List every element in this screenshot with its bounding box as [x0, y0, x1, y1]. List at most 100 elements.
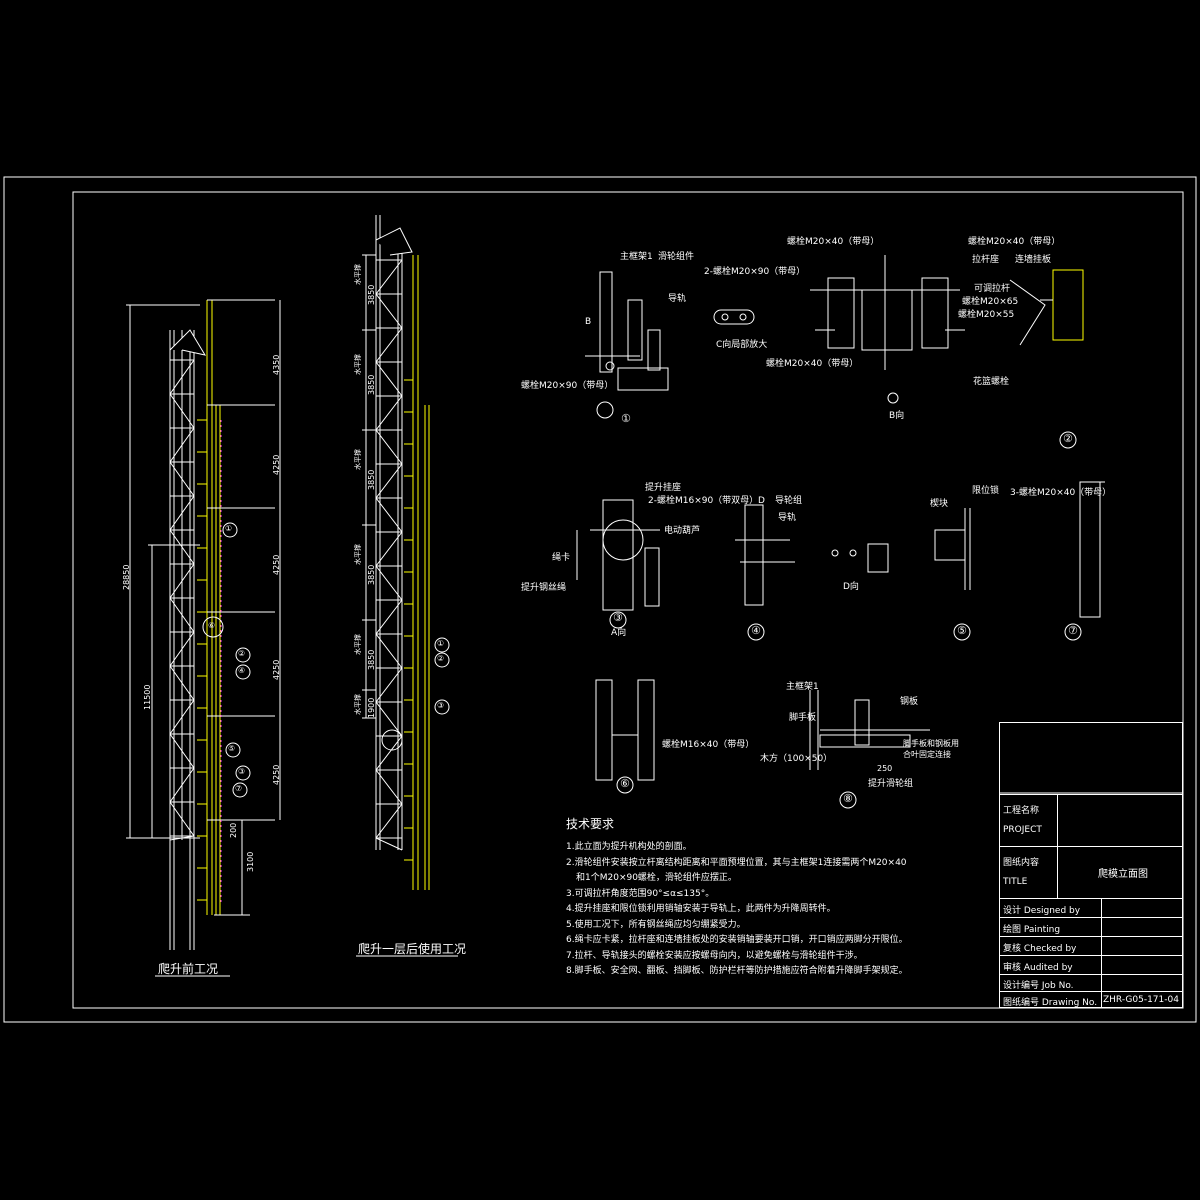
- d2-label-2bolt: 2-螺栓M20×90（带母）: [704, 267, 806, 277]
- note-item: 和1个M20×90螺栓，滑轮组件应摆正。: [576, 873, 737, 883]
- title-block: 工程名称 PROJECT 图纸内容 TITLE 爬模立面图 设计 Designe…: [999, 722, 1183, 1008]
- tb-project-label: 工程名称: [1003, 806, 1040, 816]
- mid-callout-3: ③: [437, 701, 445, 710]
- d3-sub-view: A向: [611, 628, 627, 638]
- d1-label-pulley: 滑轮组件: [658, 252, 695, 262]
- mid-dim-5: 3850: [367, 649, 376, 670]
- d7-label-bolts: 3-螺栓M20×40（带母）: [1010, 488, 1112, 498]
- d3-label-hoist: 电动葫芦: [664, 526, 701, 536]
- d2-label-bolt-65: 螺栓M20×65: [962, 297, 1019, 307]
- tb-job-no: 设计编号 Job No.: [1003, 981, 1074, 991]
- mid-callout-1: ①: [437, 639, 445, 648]
- mid-dim-4: 3850: [367, 564, 376, 585]
- mid-dim-tag-4: 水平撑: [354, 544, 362, 565]
- left-climbing-frame-drawing: [126, 299, 281, 950]
- mid-dim-1: 3850: [367, 284, 376, 305]
- notes-heading: 技术要求: [566, 817, 615, 831]
- left-callout-3: ④: [238, 666, 246, 675]
- note-item: 4.提升挂座和限位锁利用销轴安装于导轨上，此两件为升降周转件。: [566, 904, 836, 914]
- tb-checked-row: 复核 Checked by: [1000, 936, 1182, 955]
- mid-dim-6: 1900: [367, 697, 376, 718]
- left-callout-5: ③: [238, 767, 246, 776]
- mid-callout-2: ②: [437, 654, 445, 663]
- d8-label-hinge-1: 脚手板和钢板用: [903, 739, 959, 748]
- d3-label-lift-seat: 提升挂座: [645, 483, 682, 493]
- d4-label-guide-wheels: 导轮组: [775, 496, 803, 506]
- d8-number: ⑧: [843, 792, 853, 805]
- tb-audited-row: 审核 Audited by: [1000, 955, 1182, 974]
- note-item: 6.绳卡应卡紧，拉杆座和连墙挂板处的安装销轴要装开口销，开口销应两脚分开限位。: [566, 935, 908, 945]
- d2-label-bolt-bottom: 螺栓M20×40（带母）: [766, 359, 859, 369]
- left-view-caption: 爬升前工况: [158, 962, 219, 976]
- tb-title-label-en: TITLE: [1003, 877, 1028, 887]
- inner-border: [72, 191, 1184, 1009]
- d2-number: ②: [1063, 432, 1073, 445]
- tb-title-label: 图纸内容: [1003, 858, 1040, 868]
- note-item: 2.滑轮组件安装按立杆离结构距离和平面预埋位置，其与主框架1连接需两个M20×4…: [566, 857, 907, 868]
- note-item: 5.使用工况下，所有钢丝绳应均匀绷紧受力。: [566, 919, 746, 930]
- mid-dim-3: 3850: [367, 469, 376, 490]
- note-item: 8.脚手板、安全网、翻板、挡脚板、防护栏杆等防护措施应符合附着升降脚手架规定。: [566, 966, 908, 976]
- tb-jobno-row: 设计编号 Job No.: [1000, 974, 1182, 991]
- tb-designed-row: 设计 Designed by: [1000, 898, 1182, 917]
- d2-sub-detail: C向局部放大: [716, 340, 768, 350]
- left-callout-6: ⑦: [235, 784, 243, 793]
- tb-title-row: 图纸内容 TITLE 爬模立面图: [1000, 846, 1182, 898]
- d7-number: ⑦: [1068, 624, 1078, 637]
- d3-label-bolt: 2-螺栓M16×90（带双母）: [648, 496, 759, 506]
- d3-label-d: D: [758, 496, 765, 506]
- left-callout-2: ②: [238, 649, 246, 658]
- d1-label-bolt: 螺栓M20×90（带母）: [521, 381, 614, 391]
- mid-dim-tag-5: 水平撑: [354, 634, 362, 655]
- d8-label-main-frame: 主框架1: [786, 682, 819, 692]
- d4-label-rail: 导轨: [778, 513, 797, 523]
- tb-painting: 绘图 Painting: [1003, 925, 1061, 935]
- d8-label-scaffold-board: 脚手板: [789, 713, 817, 723]
- left-callout-1: ①: [225, 524, 233, 533]
- mid-dim-tag-1: 水平撑: [354, 264, 362, 285]
- tb-designed: 设计 Designed by: [1003, 906, 1081, 916]
- d4-sub-view: D向: [843, 582, 859, 592]
- middle-climbing-frame-drawing: [362, 215, 450, 890]
- mid-dim-tag-2: 水平撑: [354, 354, 362, 375]
- tb-painting-row: 绘图 Painting: [1000, 917, 1182, 936]
- mid-dim-tag-3: 水平撑: [354, 449, 362, 470]
- d2-sub-view: B向: [889, 411, 905, 421]
- d2-label-bolt-55: 螺栓M20×55: [958, 310, 1015, 320]
- d1-label-rail: 导轨: [668, 294, 687, 304]
- tb-project-row: 工程名称 PROJECT: [1000, 794, 1182, 846]
- detail-drawings: [576, 255, 1105, 809]
- note-item: 7.拉杆、导轨接头的螺栓安装应按螺母向内，以避免螺栓与滑轮组件干涉。: [566, 950, 863, 961]
- d1-number: ①: [621, 412, 631, 425]
- d1-label-b: B: [585, 317, 592, 327]
- tb-checked: 复核 Checked by: [1003, 944, 1077, 954]
- d8-label-hinge-2: 合叶固定连接: [903, 750, 951, 759]
- d5-number: ⑤: [957, 624, 967, 637]
- d2-label-turnbuckle: 花篮螺栓: [973, 377, 1010, 387]
- tb-drawing-no: 图纸编号 Drawing No.: [1003, 998, 1098, 1008]
- d8-label-250: 250: [877, 764, 893, 773]
- tb-project-label-en: PROJECT: [1003, 825, 1042, 835]
- d3-label-wire-rope: 提升钢丝绳: [521, 583, 567, 593]
- tb-drawing-no-value: ZHR-G05-171-04: [1103, 995, 1179, 1005]
- mid-dim-tag-6: 水平撑: [354, 694, 362, 715]
- d2-label-wall-plate: 连墙挂板: [1015, 255, 1052, 265]
- d6-label-bolt: 螺栓M16×40（带母）: [662, 740, 755, 750]
- tb-title-value: 爬模立面图: [1098, 869, 1148, 880]
- technical-notes: 技术要求 1.此立面为提升机构处的剖面。 2.滑轮组件安装按立杆离结构距离和平面…: [566, 815, 986, 980]
- d1-label-main-frame: 主框架1: [620, 252, 653, 262]
- d6-number: ⑥: [620, 777, 630, 790]
- note-item: 1.此立面为提升机构处的剖面。: [566, 842, 692, 852]
- d2-label-bolt-right: 螺栓M20×40（带母）: [968, 237, 1061, 247]
- d3-label-clamp: 绳卡: [552, 553, 571, 563]
- d5-label-limit-lock: 限位锁: [972, 486, 1000, 496]
- d2-label-adjustable-rod: 可调拉杆: [974, 284, 1011, 294]
- tb-drawingno-row: 图纸编号 Drawing No. ZHR-G05-171-04: [1000, 991, 1182, 1008]
- d3-number: ③: [613, 611, 623, 624]
- left-callout-7: ⑥: [208, 621, 216, 630]
- d8-label-pulley-group: 提升滑轮组: [868, 779, 914, 789]
- note-item: 3.可调拉杆角度范围90°≤α≤135°。: [566, 888, 715, 899]
- d8-label-timber: 木方（100×50）: [760, 754, 833, 764]
